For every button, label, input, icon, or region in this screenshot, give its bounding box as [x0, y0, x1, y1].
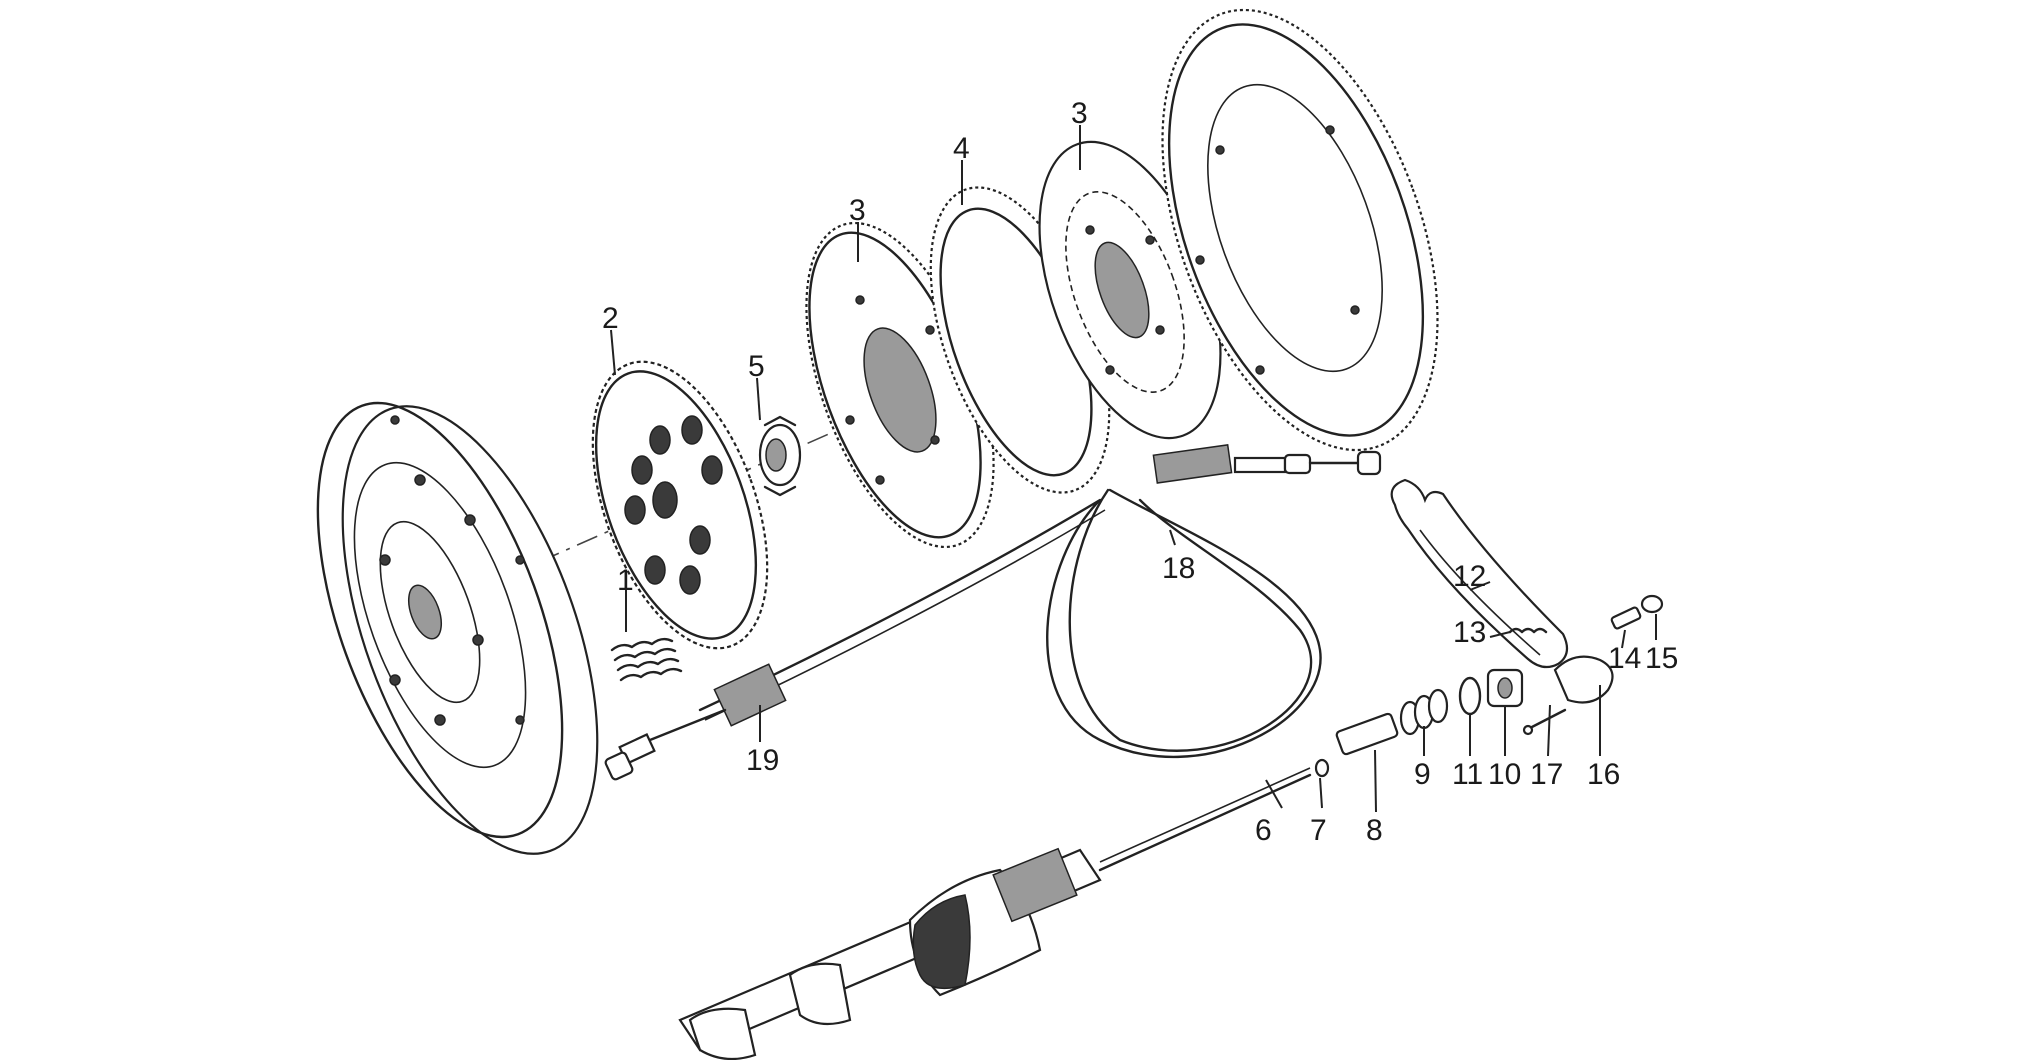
- spring-part-1: [610, 637, 683, 682]
- nut-part-15: [1640, 594, 1664, 614]
- callout-4: 4: [953, 132, 970, 165]
- callout-12: 12: [1453, 560, 1486, 593]
- spring-part-13: [1508, 627, 1548, 634]
- washer-set-part-9: [1399, 688, 1449, 736]
- main-shaft: [678, 847, 1102, 1060]
- callout-3-back: 3: [1071, 97, 1088, 130]
- callout-8: 8: [1366, 814, 1383, 847]
- o-ring-part-11: [1458, 676, 1482, 716]
- callout-18: 18: [1162, 552, 1195, 585]
- pressure-plate-part-2: [591, 360, 769, 650]
- clutch-lever-part-12: [1390, 478, 1569, 669]
- pin-part-14: [1610, 606, 1642, 630]
- callout-13: 13: [1453, 616, 1486, 649]
- friction-plate-part-3-front: [805, 221, 995, 549]
- callout-2: 2: [602, 302, 619, 335]
- callout-6: 6: [1255, 814, 1272, 847]
- callout-7: 7: [1310, 814, 1327, 847]
- ring-gear: [1161, 8, 1439, 452]
- bushing-part-8: [1335, 712, 1399, 756]
- cable-adjuster-part-19: [604, 663, 787, 781]
- clutch-cable-part-18: [698, 444, 1382, 758]
- callout-3-front: 3: [849, 194, 866, 227]
- collar-part-7: [1314, 758, 1330, 778]
- shaft-part-16: [1553, 655, 1614, 704]
- callout-1: 1: [617, 564, 634, 597]
- leader-lines: [610, 125, 1657, 813]
- callout-9: 9: [1414, 758, 1431, 791]
- callout-17: 17: [1530, 758, 1563, 791]
- cap-part-10: [1486, 668, 1524, 708]
- flywheel: [316, 401, 599, 855]
- callout-16: 16: [1587, 758, 1620, 791]
- push-rod-part-6: [1098, 767, 1312, 872]
- hub-part-5: [758, 415, 802, 497]
- cotter-pin-part-17: [1522, 708, 1567, 736]
- callout-10: 10: [1488, 758, 1521, 791]
- callout-11: 11: [1452, 758, 1483, 791]
- callout-19: 19: [746, 744, 779, 777]
- callout-15: 15: [1645, 642, 1678, 675]
- callout-5: 5: [748, 350, 765, 383]
- callout-14: 14: [1608, 642, 1641, 675]
